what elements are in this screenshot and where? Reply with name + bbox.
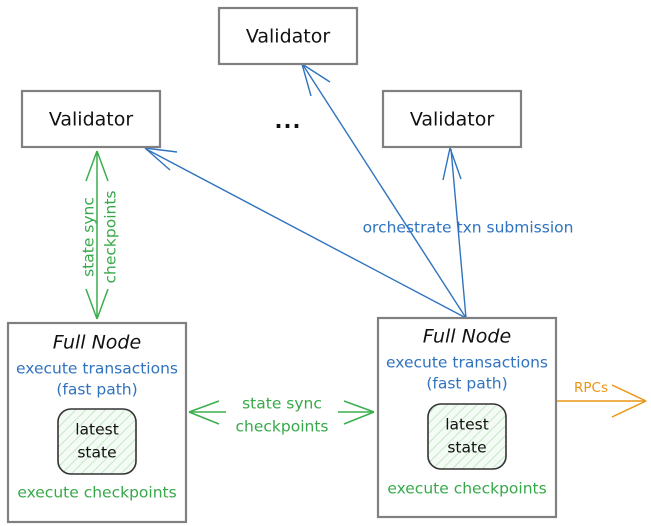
- validator-right-label: Validator: [410, 109, 495, 131]
- node-validator-right[interactable]: Validator: [381, 89, 523, 149]
- fullnode-left-state-line-2: state: [77, 444, 116, 462]
- validator-ellipsis: ...: [275, 109, 302, 133]
- edge-state-sync-vertical-label: state sync checkpoints: [80, 191, 120, 284]
- fullnode-right-title: Full Node: [423, 326, 511, 348]
- node-validator-left[interactable]: Validator: [20, 89, 162, 149]
- edge-state-sync-vertical: [85, 150, 109, 320]
- fullnode-left-state-line-1: latest: [75, 421, 119, 439]
- node-fullnode-left[interactable]: Full Node execute transactions (fast pat…: [6, 321, 188, 524]
- state-sync-vertical-line-1: state sync: [80, 197, 98, 277]
- fullnode-right-state-line-2: state: [447, 439, 486, 457]
- edge-state-sync-horizontal-label: state sync checkpoints: [226, 390, 338, 436]
- fullnode-right-blue-line-2: (fast path): [426, 375, 507, 393]
- node-fullnode-right[interactable]: Full Node execute transactions (fast pat…: [376, 316, 558, 519]
- fullnode-right-latest-state-box: latest state: [427, 403, 507, 470]
- rpcs-label: RPCs: [574, 380, 608, 396]
- orchestrate-label: orchestrate txn submission: [363, 219, 574, 237]
- edge-orchestrate-to-validator-left: [144, 147, 467, 319]
- fullnode-left-title: Full Node: [53, 332, 141, 354]
- state-sync-vertical-line-2: checkpoints: [102, 191, 120, 284]
- node-validator-top[interactable]: Validator: [217, 6, 359, 66]
- state-sync-horizontal-line-1: state sync: [242, 395, 322, 413]
- edge-rpcs: [557, 384, 647, 418]
- fullnode-left-latest-state-box: latest state: [57, 408, 137, 475]
- edge-orchestrate-to-validator-top: [301, 63, 467, 319]
- fullnode-left-blue-line-1: execute transactions: [16, 360, 178, 378]
- fullnode-right-blue-line-1: execute transactions: [386, 354, 548, 372]
- validator-top-label: Validator: [246, 26, 331, 48]
- fullnode-right-state-line-1: latest: [445, 416, 489, 434]
- edge-orchestrate-to-validator-right: [442, 147, 467, 319]
- fullnode-right-green-line: execute checkpoints: [387, 480, 546, 498]
- state-sync-horizontal-line-2: checkpoints: [236, 418, 329, 436]
- validator-left-label: Validator: [49, 109, 134, 131]
- fullnode-left-blue-line-2: (fast path): [56, 381, 137, 399]
- fullnode-left-green-line: execute checkpoints: [17, 484, 176, 502]
